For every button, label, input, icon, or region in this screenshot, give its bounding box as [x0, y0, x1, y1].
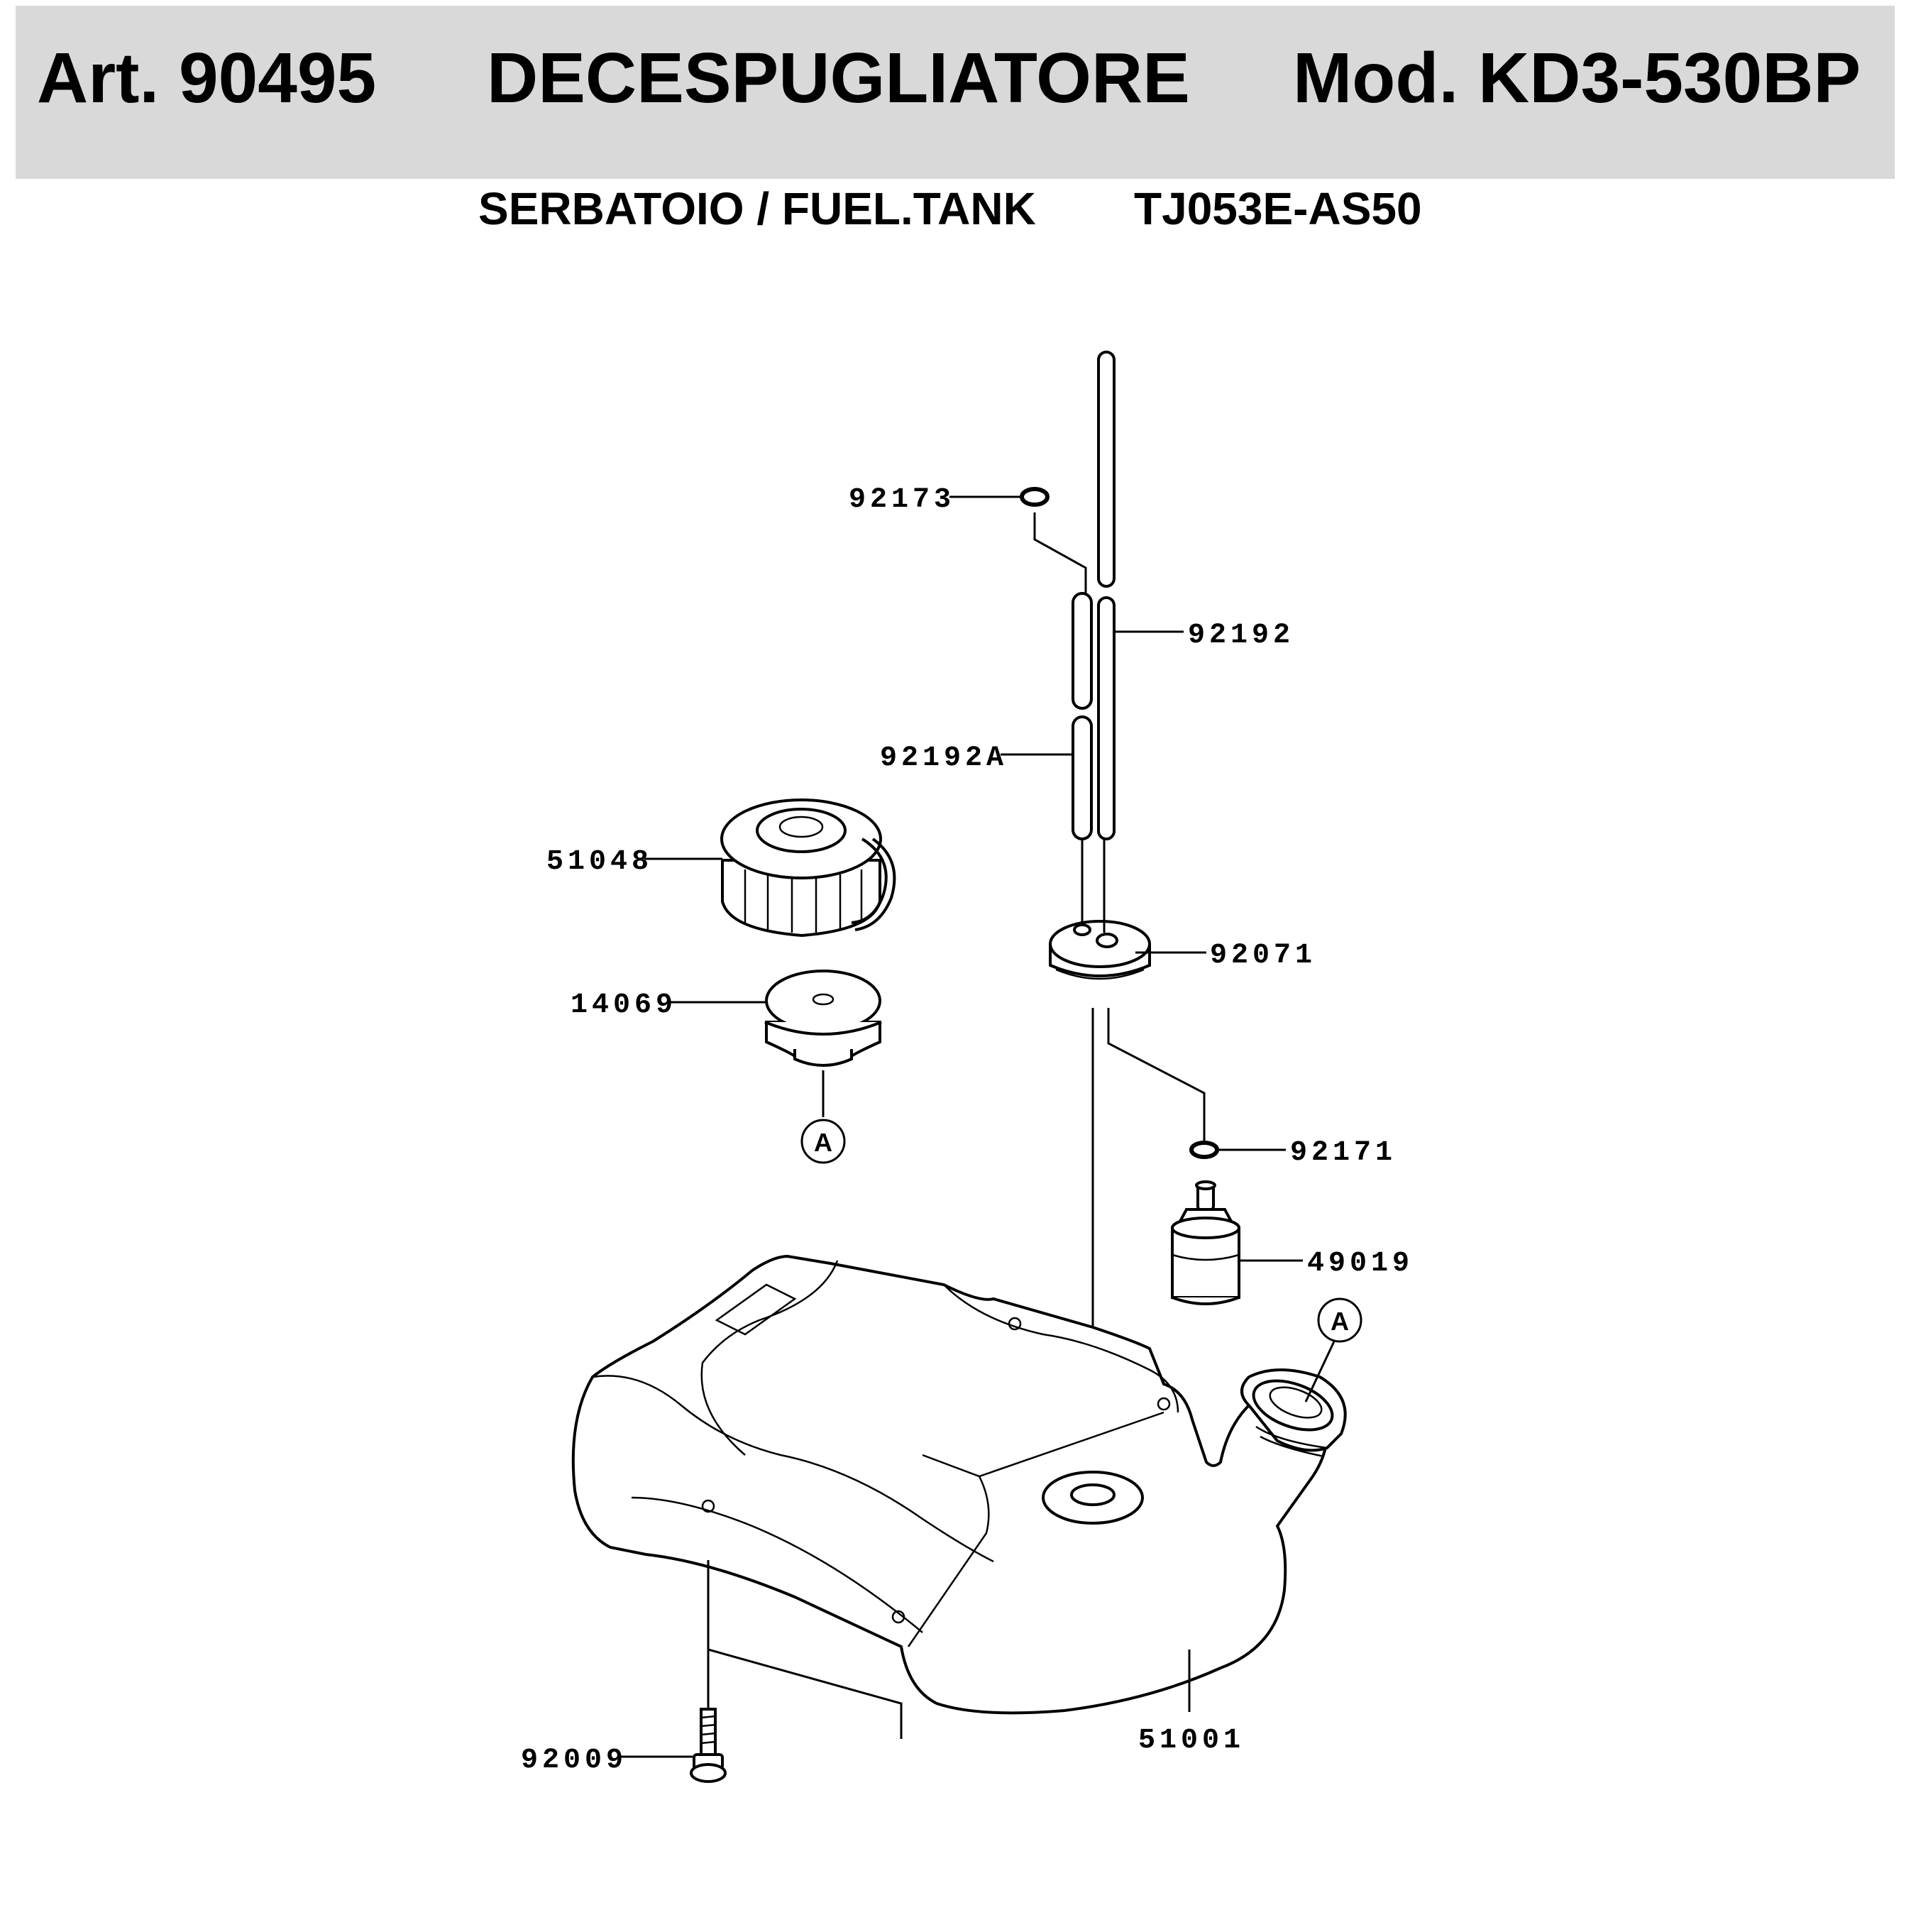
section-title: SERBATOIO / FUEL.TANK	[478, 183, 1036, 234]
part-number-92192a: 92192A	[880, 742, 1008, 774]
hose-92192-long	[1097, 351, 1116, 840]
part-number-92173: 92173	[849, 484, 955, 516]
part-number-51001: 51001	[1138, 1725, 1245, 1757]
oring-92171	[1189, 1141, 1219, 1159]
reference-a-label-top: A	[814, 1128, 832, 1157]
part-number-92192: 92192	[1188, 620, 1294, 652]
section-code: TJ053E-AS50	[1134, 183, 1422, 234]
product-name: DECESPUGLIATORE	[487, 38, 1190, 118]
hose-92192a-short	[1072, 592, 1093, 840]
part-number-49019: 49019	[1307, 1248, 1414, 1280]
article-number: Art. 90495	[37, 38, 377, 118]
grommet-92071	[1049, 920, 1151, 980]
part-number-92071: 92071	[1210, 940, 1316, 972]
fuel-tank-51001	[571, 1254, 1347, 1715]
part-number-92171: 92171	[1290, 1137, 1397, 1169]
reference-a-marker-tank: A	[1317, 1297, 1362, 1343]
part-number-92009: 92009	[521, 1745, 627, 1777]
part-number-51048: 51048	[546, 846, 653, 878]
model-number: Mod. KD3-530BP	[1293, 38, 1861, 118]
filter-cap-14069	[764, 970, 882, 1067]
reference-a-label-tank: A	[1331, 1307, 1349, 1336]
reference-a-marker-top: A	[800, 1119, 846, 1164]
fuel-filter-49019	[1171, 1180, 1240, 1305]
header-bar	[16, 6, 1895, 179]
oring-92173	[1020, 487, 1050, 507]
screw-92009	[690, 1708, 727, 1783]
part-number-14069: 14069	[571, 989, 677, 1021]
cap-51048	[720, 798, 896, 938]
